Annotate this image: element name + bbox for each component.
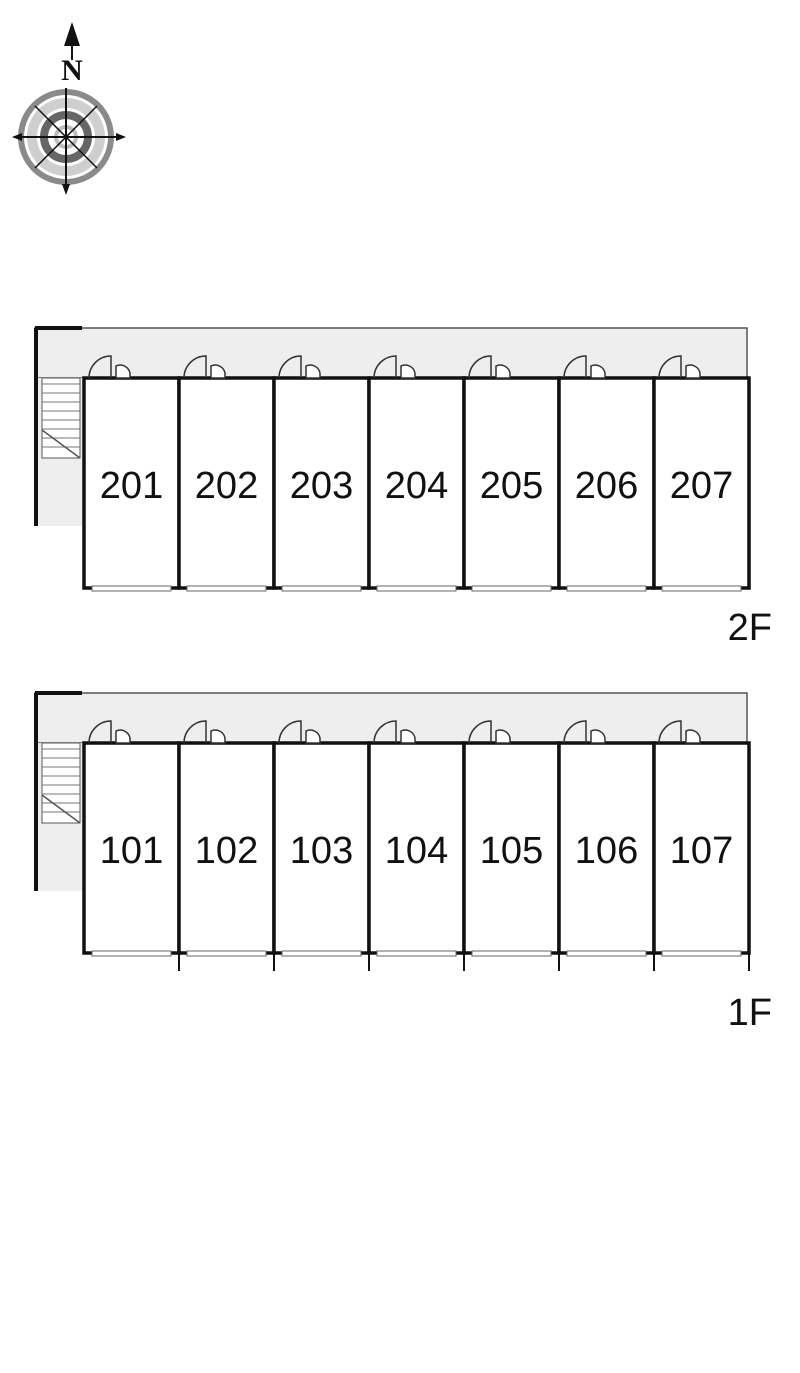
window [566, 950, 647, 957]
floor-2f: 201 202 203 204 205 206 207 [34, 326, 751, 592]
door-icon [88, 355, 131, 379]
door-icon [183, 355, 226, 379]
corridor [34, 327, 748, 379]
window [186, 950, 267, 957]
floor-label-2f: 2F [728, 607, 772, 649]
door-icon [183, 720, 226, 744]
unit-103: 103 [272, 720, 371, 957]
door-icon [468, 355, 511, 379]
window [281, 585, 362, 592]
unit-205: 205 [462, 355, 561, 592]
window [471, 585, 552, 592]
unit-202: 202 [177, 355, 276, 592]
compass-rose-icon: N [12, 22, 126, 195]
corridor [34, 692, 748, 744]
window [661, 950, 742, 957]
unit-outline [652, 376, 751, 590]
unit-104: 104 [367, 720, 466, 957]
unit-106: 106 [557, 720, 656, 957]
door-icon [563, 720, 606, 744]
window [91, 585, 172, 592]
unit-number: 207 [670, 465, 733, 507]
unit-outline [557, 376, 656, 590]
unit-107: 107 [652, 720, 751, 957]
unit-204: 204 [367, 355, 466, 592]
unit-outline [82, 741, 181, 955]
unit-206: 206 [557, 355, 656, 592]
unit-number: 105 [480, 830, 543, 872]
unit-outline [462, 376, 561, 590]
unit-number: 201 [100, 465, 163, 507]
window [376, 950, 457, 957]
unit-number: 106 [575, 830, 638, 872]
floor-1f: 101 102 103 104 105 106 107 [34, 691, 751, 971]
unit-outline [82, 376, 181, 590]
window [281, 950, 362, 957]
unit-203: 203 [272, 355, 371, 592]
window [376, 585, 457, 592]
unit-outline [367, 741, 466, 955]
unit-outline [272, 741, 371, 955]
unit-number: 107 [670, 830, 733, 872]
unit-number: 202 [195, 465, 258, 507]
unit-102: 102 [177, 720, 276, 957]
door-icon [563, 355, 606, 379]
unit-number: 203 [290, 465, 353, 507]
window [91, 950, 172, 957]
window [186, 585, 267, 592]
staircase-icon [41, 377, 81, 459]
door-icon [658, 720, 701, 744]
door-icon [658, 355, 701, 379]
floor-label-1f: 1F [728, 992, 772, 1034]
window [661, 585, 742, 592]
unit-number: 102 [195, 830, 258, 872]
door-icon [88, 720, 131, 744]
door-icon [278, 355, 321, 379]
door-icon [373, 720, 416, 744]
unit-number: 205 [480, 465, 543, 507]
unit-207: 207 [652, 355, 751, 592]
unit-number: 204 [385, 465, 448, 507]
unit-number: 206 [575, 465, 638, 507]
unit-number: 103 [290, 830, 353, 872]
window [566, 585, 647, 592]
unit-number: 104 [385, 830, 448, 872]
staircase-icon [41, 742, 81, 824]
unit-outline [177, 741, 276, 955]
door-icon [373, 355, 416, 379]
north-label: N [61, 54, 83, 87]
unit-number: 101 [100, 830, 163, 872]
unit-105: 105 [462, 720, 561, 957]
unit-201: 201 [82, 355, 181, 592]
unit-outline [367, 376, 466, 590]
window [471, 950, 552, 957]
door-icon [278, 720, 321, 744]
door-icon [468, 720, 511, 744]
unit-101: 101 [82, 720, 181, 957]
